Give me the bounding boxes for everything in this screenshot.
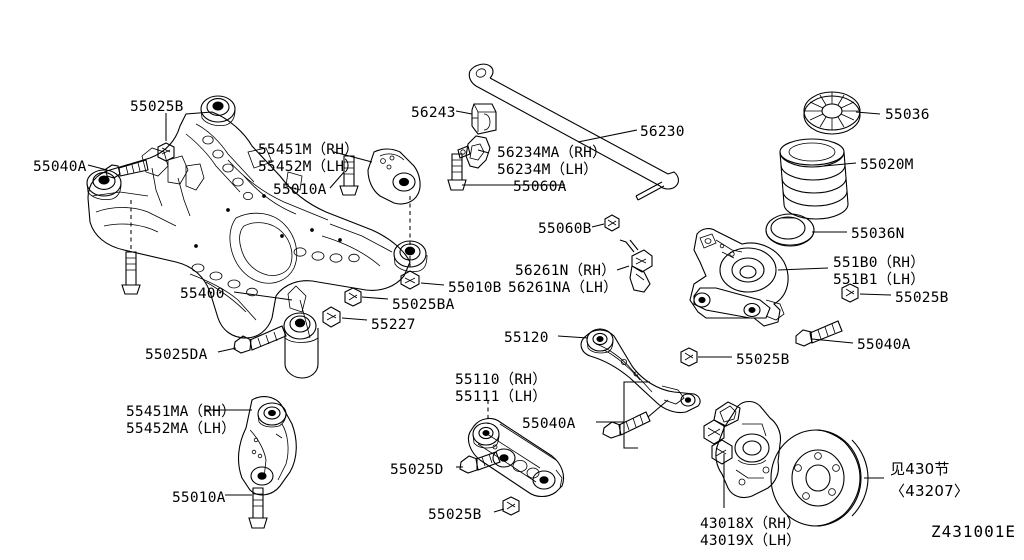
part-bracket-55451ma	[237, 396, 297, 496]
callout-55025b-top: 55025B	[130, 99, 184, 115]
callout-55025ba: 55025BA	[392, 297, 455, 313]
callout-see-section-430: 见430节	[890, 460, 950, 478]
part-nut-55010b	[400, 196, 420, 290]
callout-55060b: 55060B	[538, 221, 592, 237]
part-coil-spring-55020m	[779, 138, 849, 220]
callout-56243: 56243	[411, 105, 456, 121]
callout-55451ma-rh: 55451MA（RH）	[126, 404, 236, 420]
callout-55060a: 55060A	[513, 179, 567, 195]
part-bolt-55040a-right	[795, 320, 843, 347]
part-bolt-55040a-left	[105, 159, 149, 179]
callout-55020m: 55020M	[860, 157, 914, 173]
part-bolt-55060a	[447, 153, 467, 191]
part-nut-55025b-right	[841, 283, 859, 303]
callout-55400: 55400	[180, 286, 225, 302]
callout-55227: 55227	[371, 317, 416, 333]
callout-55025b-link: 55025B	[736, 352, 790, 368]
part-nut-55227	[322, 306, 341, 328]
part-upper-link-55120	[580, 328, 701, 439]
part-bolt-55010a-bottom	[248, 487, 268, 529]
callout-55010a-bottom: 55010A	[172, 490, 226, 506]
callout-56230: 56230	[640, 124, 685, 140]
callout-55451m-rh: 55451M（RH）	[258, 142, 359, 158]
part-bolt-55025da	[233, 325, 287, 354]
part-stabilizer-link-56261n	[619, 239, 653, 293]
callout-55120: 55120	[504, 330, 549, 346]
callout-55010b: 55010B	[448, 280, 502, 296]
part-nut-55025b-top	[157, 142, 175, 162]
callout-55040a-center: 55040A	[522, 416, 576, 432]
callout-551b0-rh: 551B0（RH）	[833, 255, 925, 271]
callout-55025d: 55025D	[390, 462, 444, 478]
callout-43018x-rh: 43018X（RH）	[700, 516, 801, 532]
callout-55452ma-lh: 55452MA（LH）	[126, 421, 236, 437]
part-nut-55025b-link	[680, 347, 698, 367]
callout-55040a-right: 55040A	[857, 337, 911, 353]
part-lower-spring-seat-55036n	[765, 213, 815, 247]
callout-55010a-stay: 55010A	[273, 182, 327, 198]
part-stabilizer-bar-56230	[468, 63, 679, 201]
callout-55036: 55036	[885, 107, 930, 123]
part-subframe-55400	[87, 111, 411, 339]
part-lower-link-55110	[467, 400, 565, 498]
part-stabilizer-clamp-56234ma	[457, 135, 491, 169]
callout-55036n: 55036N	[851, 226, 905, 242]
leader-lines	[87, 110, 892, 513]
callout-55025b-right: 55025B	[895, 290, 949, 306]
callout-43207-reference: 〈43207〉	[890, 482, 970, 500]
callout-55452m-lh: 55452M（LH）	[258, 159, 359, 175]
part-nut-55025b-bottom	[502, 496, 520, 516]
callout-56234m-lh: 56234M（LH）	[497, 162, 598, 178]
callout-55025b-bottom: 55025B	[428, 507, 482, 523]
part-spring-link-551b0	[689, 228, 789, 327]
part-stabilizer-bushing-56243	[471, 103, 497, 135]
callout-55110-rh: 55110（RH）	[455, 372, 547, 388]
callout-56261na-lh: 56261NA（LH）	[508, 280, 618, 296]
callout-55025da: 55025DA	[145, 347, 208, 363]
part-bolt-55025d	[459, 451, 501, 474]
diagram-code: Z431001E	[931, 522, 1017, 541]
callout-56261n-rh: 56261N（RH）	[515, 263, 616, 279]
callout-55111-lh: 55111（LH）	[455, 389, 547, 405]
callout-55040a-left: 55040A	[33, 159, 87, 175]
part-bolt-vertical-55010a	[121, 200, 141, 295]
part-knuckle-43018x	[703, 400, 782, 508]
callout-43019x-lh: 43019X（LH）	[700, 533, 801, 549]
part-upper-spring-seat-55036	[803, 91, 861, 135]
part-stay-55451m	[367, 148, 421, 205]
part-brake-disc-43207	[770, 429, 869, 527]
part-nut-55060b	[604, 214, 620, 232]
callout-551b1-lh: 551B1（LH）	[833, 272, 925, 288]
part-nut-55025ba	[344, 287, 362, 307]
callout-56234ma-rh: 56234MA（RH）	[497, 145, 607, 161]
